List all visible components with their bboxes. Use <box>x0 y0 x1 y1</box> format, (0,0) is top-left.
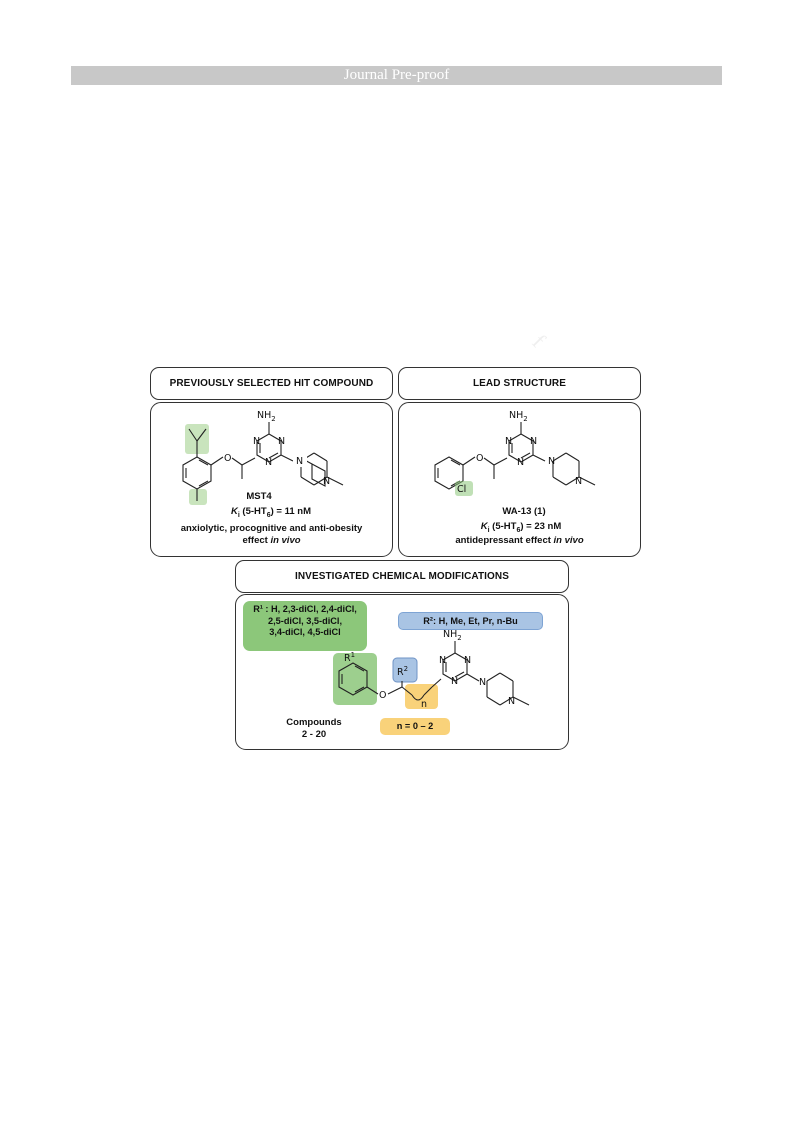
wa13-structure: Cl O N N N N N NH2 <box>434 410 596 496</box>
atom-r2: R2 <box>397 665 408 678</box>
atom-n3: N <box>451 676 458 687</box>
mst4-ki: Ki (5-HT6) = 11 nM <box>230 506 312 519</box>
atom-o: O <box>224 453 231 464</box>
r1-substituents-box: R¹ : H, 2,3-diCl, 2,4-diCl, 2,5-diCl, 3,… <box>243 601 367 651</box>
general-structure: R1 R2 O n N N N N N NH2 <box>333 629 530 710</box>
atom-n5: N <box>575 476 582 487</box>
mst4-name: MST4 <box>246 491 272 502</box>
panel-mst4: O N N N N N NH2 MST4 Ki (5-HT6) = 11 nM … <box>150 402 393 557</box>
wa13-name: WA-13 (1) <box>502 506 546 517</box>
n-range-box: n = 0 – 2 <box>380 718 450 735</box>
wa13-effect: antidepressant effect in vivo <box>455 535 584 546</box>
atom-n1: N <box>505 436 512 447</box>
atom-r1: R1 <box>344 651 355 664</box>
r2-highlight <box>392 657 418 683</box>
header-lead-structure: LEAD STRUCTURE <box>398 367 641 400</box>
atom-nh2: NH2 <box>509 410 528 423</box>
atom-n3: N <box>265 457 272 468</box>
atom-n4: N <box>479 677 486 688</box>
atom-nh2: NH2 <box>257 410 276 423</box>
atom-n1: N <box>439 655 446 666</box>
cl-highlight <box>455 481 473 496</box>
atom-n1: N <box>253 436 260 447</box>
atom-n5: N <box>508 696 515 707</box>
mst4-effect-line2: effect in vivo <box>242 535 301 546</box>
r2-substituents-box: R²: H, Me, Et, Pr, n-Bu <box>398 612 543 630</box>
atom-n2: N <box>464 655 471 666</box>
watermark: f <box>527 329 551 353</box>
aryl-highlight <box>333 653 377 705</box>
linker-n-index: n <box>421 699 427 710</box>
atom-o: O <box>476 453 483 464</box>
atom-cl: Cl <box>457 484 466 495</box>
compounds-label-line2: 2 - 20 <box>301 729 327 740</box>
atom-o: O <box>379 690 386 701</box>
r1-line2: 2,5-diCl, 3,5-diCl, <box>267 615 343 626</box>
atom-n2: N <box>530 436 537 447</box>
journal-preproof-banner: Journal Pre-proof <box>71 66 722 85</box>
atom-n2: N <box>278 436 285 447</box>
panel-wa13: Cl O N N N N N NH2 WA-13 (1) Ki (5-HT6) … <box>398 402 641 557</box>
atom-n4: N <box>548 456 555 467</box>
mst4-structure: O N N N N N NH2 <box>182 410 344 505</box>
header-modifications: INVESTIGATED CHEMICAL MODIFICATIONS <box>235 560 569 593</box>
r1-line3: 3,4-diCl, 4,5-diCl <box>269 627 341 637</box>
linker-highlight <box>405 684 438 709</box>
atom-n3: N <box>517 457 524 468</box>
methyl-highlight <box>189 489 207 505</box>
r1-line1: R¹ : H, 2,3-diCl, 2,4-diCl, <box>253 604 357 614</box>
compounds-label-line1: Compounds <box>286 717 342 728</box>
header-hit-compound: PREVIOUSLY SELECTED HIT COMPOUND <box>150 367 393 400</box>
atom-nh2: NH2 <box>443 629 462 642</box>
panel-modifications: R¹ : H, 2,3-diCl, 2,4-diCl, 2,5-diCl, 3,… <box>235 594 569 750</box>
wa13-ki: Ki (5-HT6) = 23 nM <box>480 521 562 534</box>
atom-n4: N <box>296 456 303 467</box>
atom-n5: N <box>323 476 330 487</box>
mst4-effect-line1: anxiolytic, procognitive and anti-obesit… <box>180 523 363 534</box>
